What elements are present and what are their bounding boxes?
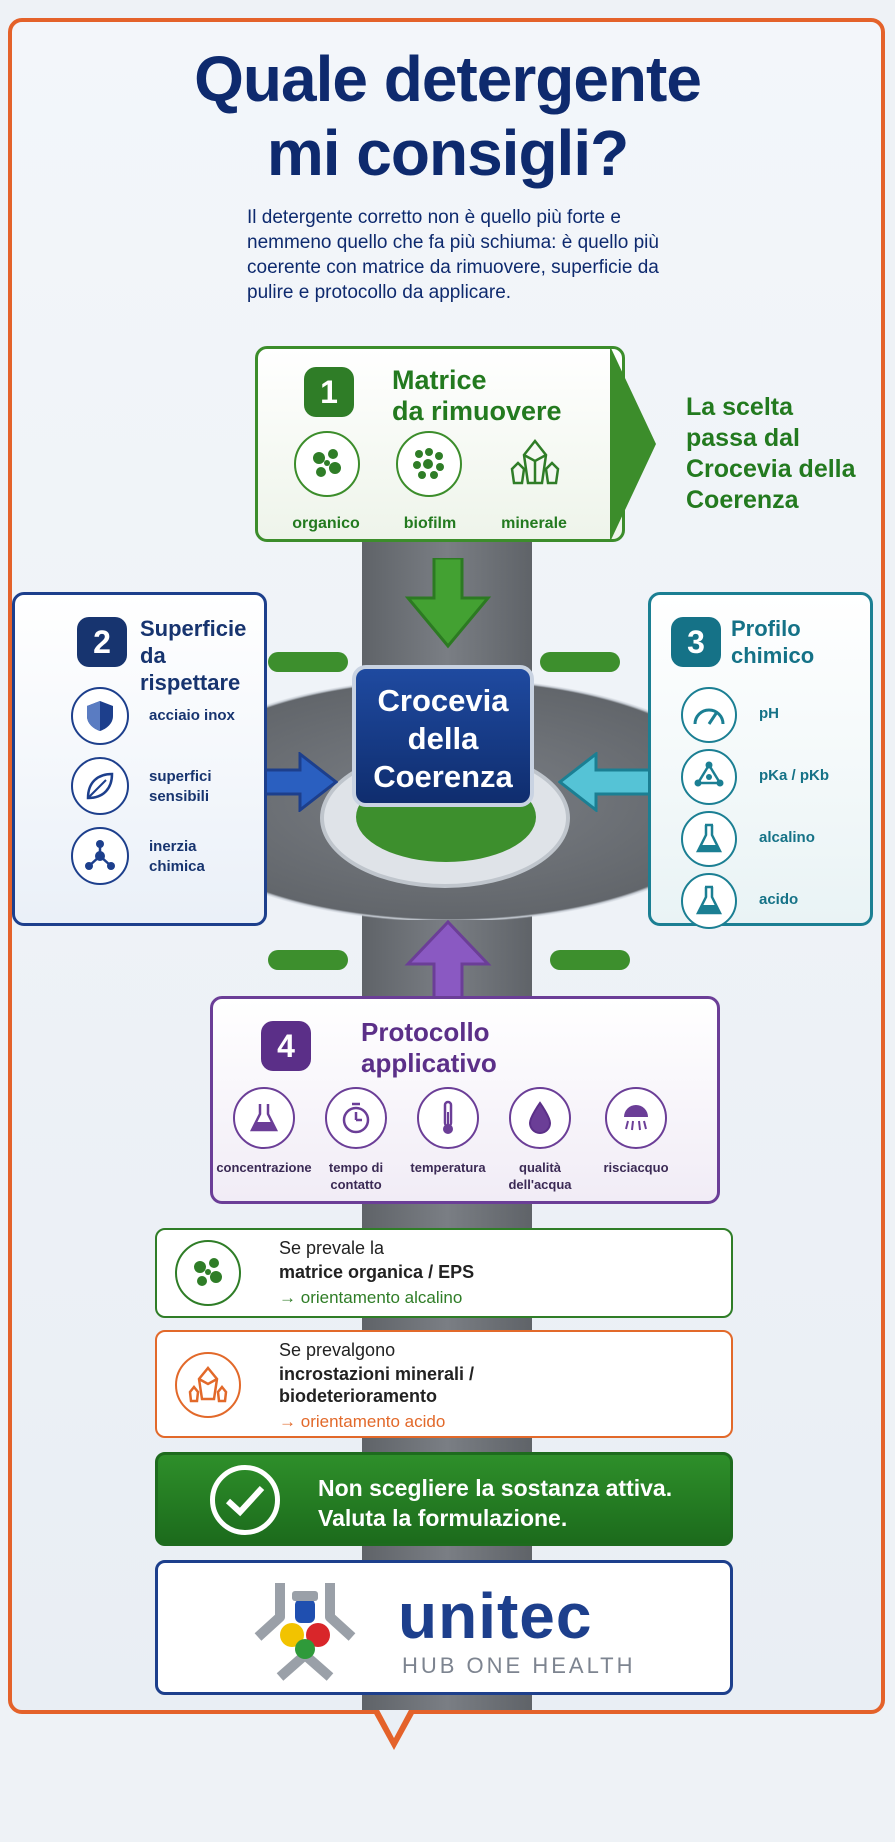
item-pka-pkb: pKa / pKb bbox=[759, 767, 829, 784]
mineral-crystal-icon bbox=[175, 1352, 241, 1418]
rule-mineral-result: → orientamento acido bbox=[279, 1410, 445, 1434]
stopwatch-icon bbox=[325, 1087, 387, 1149]
panel-profilo-title: Profilo chimico bbox=[731, 615, 814, 669]
rule-organic-result: → orientamento alcalino bbox=[279, 1286, 462, 1310]
leaf-icon bbox=[71, 757, 129, 815]
rule-organic-result-text: orientamento alcalino bbox=[300, 1288, 463, 1307]
item-ph: pH bbox=[759, 705, 779, 722]
arrow-right-icon: → bbox=[279, 1412, 301, 1431]
gauge-icon bbox=[681, 687, 737, 743]
title-line-2: mi consigli? bbox=[266, 117, 629, 189]
organic-icon bbox=[294, 431, 360, 497]
step-number-1: 1 bbox=[304, 367, 354, 417]
panel-title-line: applicativo bbox=[361, 1048, 497, 1078]
panel-title-line: Matrice bbox=[392, 365, 487, 395]
sign-line: Crocevia bbox=[377, 683, 509, 718]
item-tempo-di-contatto: tempo di contatto bbox=[328, 1160, 384, 1192]
advice-line-2: Valuta la formulazione. bbox=[318, 1505, 568, 1531]
item-organico: organico bbox=[292, 515, 360, 532]
step-number-4: 4 bbox=[261, 1021, 311, 1071]
thermometer-icon bbox=[417, 1087, 479, 1149]
title-line-1: Quale detergente bbox=[194, 43, 702, 115]
page-title: Quale detergente mi consigli? bbox=[0, 42, 895, 190]
rule-organic-line2: matrice organica / EPS bbox=[279, 1262, 475, 1282]
item-superfici-sensibili: superfici sensibili bbox=[149, 768, 212, 805]
flask-icon bbox=[681, 811, 737, 867]
arrow-down-icon bbox=[404, 558, 492, 649]
hedge bbox=[268, 652, 348, 672]
rule-mineral-line2: incrostazioni minerali / bbox=[279, 1364, 475, 1384]
arrow-left-icon bbox=[558, 752, 650, 812]
panel-superficie-title: Superficie da rispettare bbox=[140, 615, 264, 696]
panel-superficie: 2 Superficie da rispettare acciaio inox … bbox=[12, 592, 267, 926]
panel-title-line: chimico bbox=[731, 643, 815, 668]
step-number-2: 2 bbox=[77, 617, 127, 667]
panel-profilo: 3 Profilo chimico pH pKa / pKb alcalino … bbox=[648, 592, 873, 929]
panel-matrice: 1 Matrice da rimuovere organico biofilm … bbox=[255, 346, 625, 542]
arrow-up-icon bbox=[404, 920, 492, 1004]
molecule-icon bbox=[71, 827, 129, 885]
water-drop-icon bbox=[509, 1087, 571, 1149]
organic-icon bbox=[175, 1240, 241, 1306]
rule-mineral-box: Se prevalgono incrostazioni minerali / b… bbox=[155, 1330, 733, 1438]
panel-title-line: da rimuovere bbox=[392, 396, 562, 426]
item-minerale: minerale bbox=[501, 515, 567, 532]
sign-line: Coerenza bbox=[373, 759, 513, 794]
panel-protocollo-title: Protocollo applicativo bbox=[361, 1017, 497, 1079]
biofilm-icon bbox=[396, 431, 462, 497]
mineral-crystal-icon bbox=[502, 431, 568, 497]
logo-box: unitec HUB ONE HEALTH bbox=[155, 1560, 733, 1695]
hedge bbox=[268, 950, 348, 970]
item-qualita-acqua: qualità dell'acqua bbox=[508, 1160, 572, 1192]
item-alcalino: alcalino bbox=[759, 829, 815, 846]
panel-matrice-pointer bbox=[610, 346, 656, 542]
item-acido: acido bbox=[759, 891, 799, 908]
crocevia-sign: Crocevia della Coerenza bbox=[352, 665, 534, 807]
brand-name: unitec bbox=[398, 1580, 593, 1652]
item-biofilm: biofilm bbox=[403, 515, 457, 532]
arrow-right-icon: → bbox=[279, 1288, 301, 1307]
hedge bbox=[540, 652, 620, 672]
shield-icon bbox=[71, 687, 129, 745]
panel-title-line: da rispettare bbox=[140, 643, 241, 695]
hedge bbox=[550, 950, 630, 970]
shower-icon bbox=[605, 1087, 667, 1149]
item-risciacquo: risciacquo bbox=[603, 1160, 669, 1175]
panel-title-line: Protocollo bbox=[361, 1017, 490, 1047]
flask-icon bbox=[681, 873, 737, 929]
item-temperatura: temperatura bbox=[410, 1160, 486, 1175]
item-concentrazione: concentrazione bbox=[216, 1160, 312, 1175]
check-badge-icon bbox=[210, 1465, 280, 1535]
item-acciaio-inox: acciaio inox bbox=[149, 707, 235, 724]
intro-text: Il detergente corretto non è quello più … bbox=[247, 207, 659, 303]
advice-text: Non scegliere la sostanza attiva. Valuta… bbox=[318, 1473, 672, 1533]
molecule-icon bbox=[681, 749, 737, 805]
rule-mineral-line1: Se prevalgono bbox=[279, 1340, 396, 1360]
brand-tagline: HUB ONE HEALTH bbox=[402, 1653, 636, 1678]
rule-organic-box: Se prevale la matrice organica / EPS → o… bbox=[155, 1228, 733, 1318]
panel-title-line: Profilo bbox=[731, 616, 801, 641]
rule-mineral-result-text: orientamento acido bbox=[300, 1412, 446, 1431]
advice-banner: Non scegliere la sostanza attiva. Valuta… bbox=[155, 1452, 733, 1546]
rule-mineral-line3: biodeterioramento bbox=[279, 1386, 438, 1406]
item-inerzia-chimica: inerzia chimica bbox=[149, 838, 205, 875]
speech-tail-inner bbox=[378, 1708, 410, 1738]
sign-line: della bbox=[407, 721, 479, 756]
beaker-icon bbox=[233, 1087, 295, 1149]
unitec-logo-mark bbox=[254, 1583, 356, 1681]
rule-organic-line1: Se prevale la bbox=[279, 1238, 385, 1258]
panel-protocollo: 4 Protocollo applicativo concentrazione … bbox=[210, 996, 720, 1204]
advice-line-1: Non scegliere la sostanza attiva. bbox=[318, 1475, 673, 1501]
panel-title-line: Superficie bbox=[140, 616, 247, 641]
side-note: La scelta passa dal Crocevia della Coere… bbox=[686, 393, 856, 514]
panel-matrice-title: Matrice da rimuovere bbox=[392, 365, 562, 427]
step-number-3: 3 bbox=[671, 617, 721, 667]
